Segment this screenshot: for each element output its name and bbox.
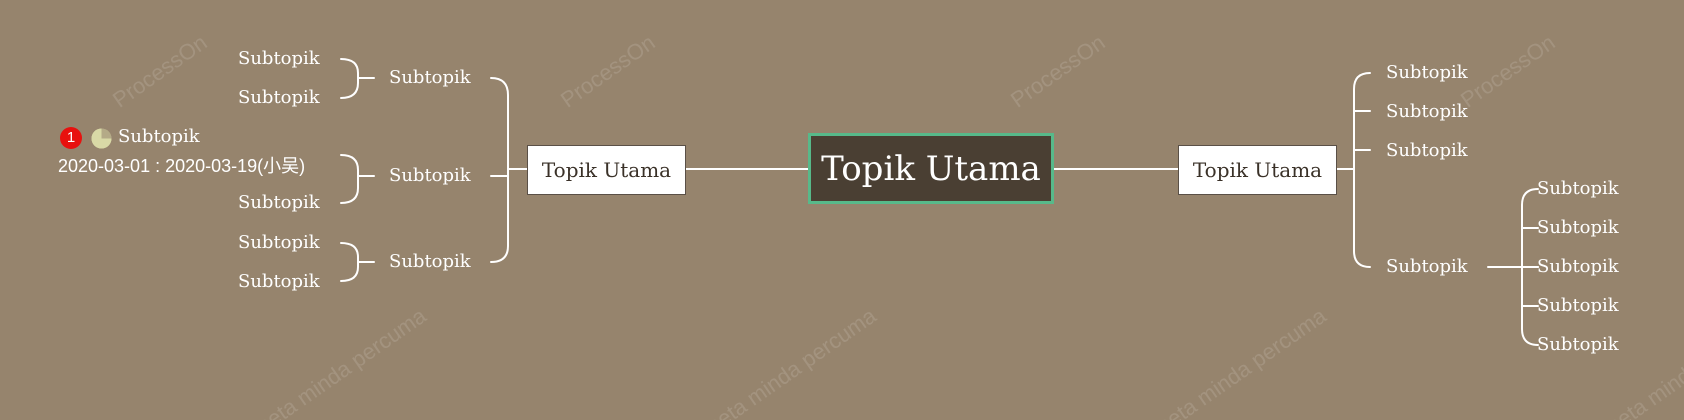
right-main-topic[interactable]: Topik Utama xyxy=(1178,145,1337,195)
left-branch-1-child[interactable]: Subtopik xyxy=(238,48,320,69)
central-topic[interactable]: Topik Utama xyxy=(808,133,1054,204)
right-branch-4-child[interactable]: Subtopik xyxy=(1537,256,1619,277)
right-branch-2[interactable]: Subtopik xyxy=(1386,101,1468,122)
right-branch-4-child[interactable]: Subtopik xyxy=(1537,178,1619,199)
left-main-topic[interactable]: Topik Utama xyxy=(527,145,686,195)
left-branch-2-child[interactable]: Subtopik xyxy=(238,192,320,213)
priority-1-icon: 1 xyxy=(60,127,82,149)
left-branch-2-child-with-markers[interactable]: Subtopik xyxy=(118,126,200,147)
left-branch-3-child[interactable]: Subtopik xyxy=(238,271,320,292)
progress-three-quarter-icon xyxy=(91,128,112,149)
task-date-note: 2020-03-01 : 2020-03-19(小吴) xyxy=(58,156,306,176)
right-branch-4-child[interactable]: Subtopik xyxy=(1537,217,1619,238)
left-branch-2[interactable]: Subtopik xyxy=(389,165,471,186)
connector-right-branch-4-lower xyxy=(1521,266,1539,346)
right-branch-1[interactable]: Subtopik xyxy=(1386,62,1468,83)
right-branch-4[interactable]: Subtopik xyxy=(1386,256,1468,277)
connector-left-branch-2-bracket xyxy=(340,154,359,204)
connector-left-bracket xyxy=(490,77,509,263)
right-branch-3[interactable]: Subtopik xyxy=(1386,140,1468,161)
left-branch-1-child[interactable]: Subtopik xyxy=(238,87,320,108)
connector-left-branch-3-bracket xyxy=(340,242,359,282)
connector-right-branch-4-upper xyxy=(1521,188,1539,268)
connector-left-branch-1-bracket xyxy=(340,58,359,99)
left-branch-3-child[interactable]: Subtopik xyxy=(238,232,320,253)
right-branch-4-child[interactable]: Subtopik xyxy=(1537,334,1619,355)
left-branch-3[interactable]: Subtopik xyxy=(389,251,471,272)
connector-right-bracket xyxy=(1353,72,1371,268)
left-branch-1[interactable]: Subtopik xyxy=(389,67,471,88)
right-branch-4-child[interactable]: Subtopik xyxy=(1537,295,1619,316)
